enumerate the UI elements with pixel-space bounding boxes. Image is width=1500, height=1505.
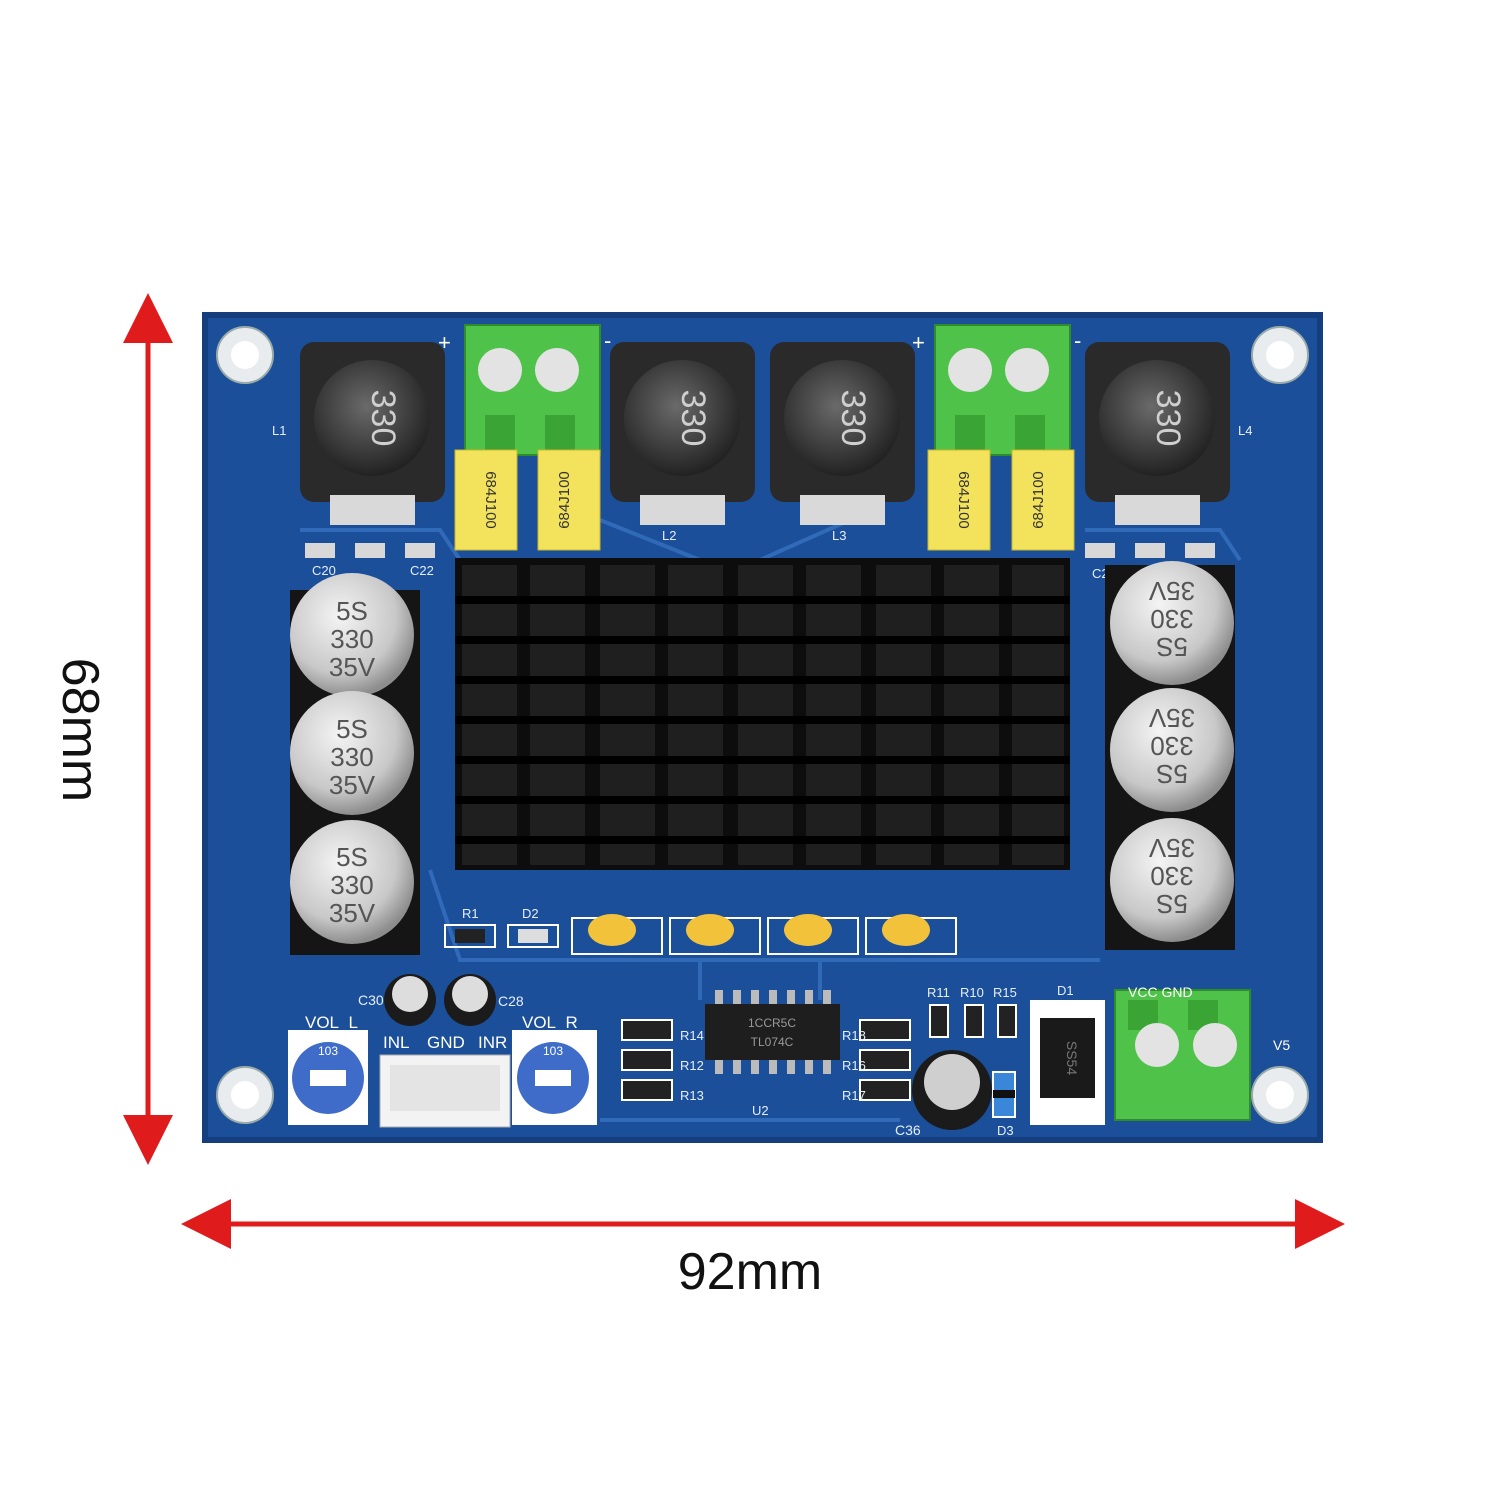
cap-marking: 5S bbox=[336, 596, 368, 626]
label-l2: L2 bbox=[662, 528, 676, 543]
label-vol-r: VOL_R bbox=[522, 1013, 578, 1032]
chip-marking: 1CCR5C bbox=[748, 1016, 796, 1030]
label-c36: C36 bbox=[895, 1122, 921, 1138]
inductor-marking: 330 bbox=[1149, 390, 1187, 447]
label-r14: R14 bbox=[680, 1028, 704, 1043]
cap-marking: 35V bbox=[1148, 576, 1195, 606]
cap-marking: 35V bbox=[1148, 703, 1195, 733]
label-r10: R10 bbox=[960, 985, 984, 1000]
electrolytic-caps-right: 5S 330 35V 5S 330 35V 5S 330 35V bbox=[1105, 561, 1235, 950]
film-cap-marking: 684J100 bbox=[556, 471, 573, 529]
polarity-plus-left: + bbox=[438, 330, 451, 355]
label-vol-l: VOL_L bbox=[305, 1013, 358, 1032]
mounting-holes bbox=[216, 326, 1309, 1124]
cap-marking: 330 bbox=[1150, 731, 1193, 761]
label-inl: INL bbox=[383, 1033, 409, 1052]
label-c28: C28 bbox=[498, 993, 524, 1009]
pcb-traces bbox=[300, 518, 1242, 1122]
diode-d3 bbox=[992, 1071, 1016, 1118]
cap-marking: 5S bbox=[336, 714, 368, 744]
cap-marking: 330 bbox=[330, 870, 373, 900]
smd-components-top bbox=[305, 543, 1215, 558]
cap-marking: 330 bbox=[1150, 604, 1193, 634]
capacitor-c36 bbox=[912, 1050, 992, 1130]
label-c30: C30 bbox=[358, 992, 384, 1008]
label-vcc-gnd: VCC GND bbox=[1128, 984, 1193, 1000]
inductor-marking: 330 bbox=[674, 390, 712, 447]
label-r12: R12 bbox=[680, 1058, 704, 1073]
label-l3: L3 bbox=[832, 528, 846, 543]
terminal-block-right-speaker bbox=[934, 324, 1071, 456]
label-r18: R18 bbox=[842, 1028, 866, 1043]
label-r17: R17 bbox=[842, 1088, 866, 1103]
label-r1: R1 bbox=[462, 906, 479, 921]
label-u2: U2 bbox=[752, 1103, 769, 1118]
label-d1: D1 bbox=[1057, 983, 1074, 998]
smd-r1-d2 bbox=[444, 924, 559, 948]
label-l4: L4 bbox=[1238, 423, 1252, 438]
film-capacitors: 684J100 684J100 684J100 684J100 bbox=[454, 449, 1075, 551]
cap-marking: 35V bbox=[329, 898, 376, 928]
label-d2: D2 bbox=[522, 906, 539, 921]
film-cap-marking: 684J100 bbox=[1030, 471, 1047, 529]
inductor-l1: 330 bbox=[300, 342, 445, 525]
film-cap-marking: 684J100 bbox=[955, 471, 972, 529]
cap-marking: 35V bbox=[329, 770, 376, 800]
cap-marking: 35V bbox=[329, 652, 376, 682]
chip-marking: TL074C bbox=[751, 1035, 794, 1049]
cap-marking: 5S bbox=[1156, 632, 1188, 662]
label-r15: R15 bbox=[993, 985, 1017, 1000]
cap-marking: 35V bbox=[1148, 833, 1195, 863]
smd-resistors-r11-r10-r15 bbox=[929, 1004, 1017, 1038]
label-v5: V5 bbox=[1273, 1037, 1290, 1053]
label-r11: R11 bbox=[927, 985, 950, 1000]
label-gnd: GND bbox=[427, 1033, 465, 1052]
inductor-l3: 330 bbox=[770, 342, 915, 525]
label-d3: D3 bbox=[997, 1123, 1014, 1138]
label-c22: C22 bbox=[410, 563, 434, 578]
label-inr: INR bbox=[478, 1033, 507, 1052]
polarity-plus-right: + bbox=[912, 330, 925, 355]
heatsink bbox=[455, 558, 1070, 870]
polarity-minus-right: - bbox=[1074, 328, 1081, 353]
cap-marking: 5S bbox=[336, 842, 368, 872]
terminal-block-left-speaker bbox=[464, 324, 601, 456]
cap-marking: 330 bbox=[1150, 861, 1193, 891]
cap-marking: 5S bbox=[1156, 889, 1188, 919]
label-r16: R16 bbox=[842, 1058, 866, 1073]
smd-resistors-op-amp bbox=[621, 1019, 911, 1101]
inductor-marking: 330 bbox=[364, 390, 402, 447]
film-cap-marking: 684J100 bbox=[482, 471, 499, 529]
trimmer-marking: 103 bbox=[543, 1044, 563, 1058]
diode-d1: SS54 bbox=[1030, 1000, 1105, 1125]
cap-marking: 330 bbox=[330, 742, 373, 772]
label-r13: R13 bbox=[680, 1088, 704, 1103]
inductor-l4: 330 bbox=[1085, 342, 1230, 525]
small-caps-c30-c28 bbox=[384, 974, 496, 1026]
trimmer-vol-left: 103 bbox=[288, 1030, 368, 1125]
inductor-marking: 330 bbox=[834, 390, 872, 447]
ceramic-capacitors bbox=[571, 914, 957, 955]
input-connector bbox=[379, 1054, 511, 1128]
polarity-minus-left: - bbox=[604, 328, 611, 353]
label-c20: C20 bbox=[312, 563, 336, 578]
op-amp-chip: 1CCR5C TL074C bbox=[705, 990, 840, 1074]
trimmer-vol-right: 103 bbox=[512, 1030, 597, 1125]
width-label: 92mm bbox=[677, 1243, 823, 1301]
diode-marking: SS54 bbox=[1064, 1041, 1080, 1075]
inductor-l2: 330 bbox=[610, 342, 755, 525]
trimmer-marking: 103 bbox=[318, 1044, 338, 1058]
power-terminal-block bbox=[1114, 989, 1251, 1121]
label-l1: L1 bbox=[272, 423, 286, 438]
height-label: 68mm bbox=[51, 657, 109, 803]
electrolytic-caps-left: 5S 330 35V 5S 330 35V 5S 330 35V bbox=[290, 573, 420, 955]
cap-marking: 330 bbox=[330, 624, 373, 654]
cap-marking: 5S bbox=[1156, 759, 1188, 789]
